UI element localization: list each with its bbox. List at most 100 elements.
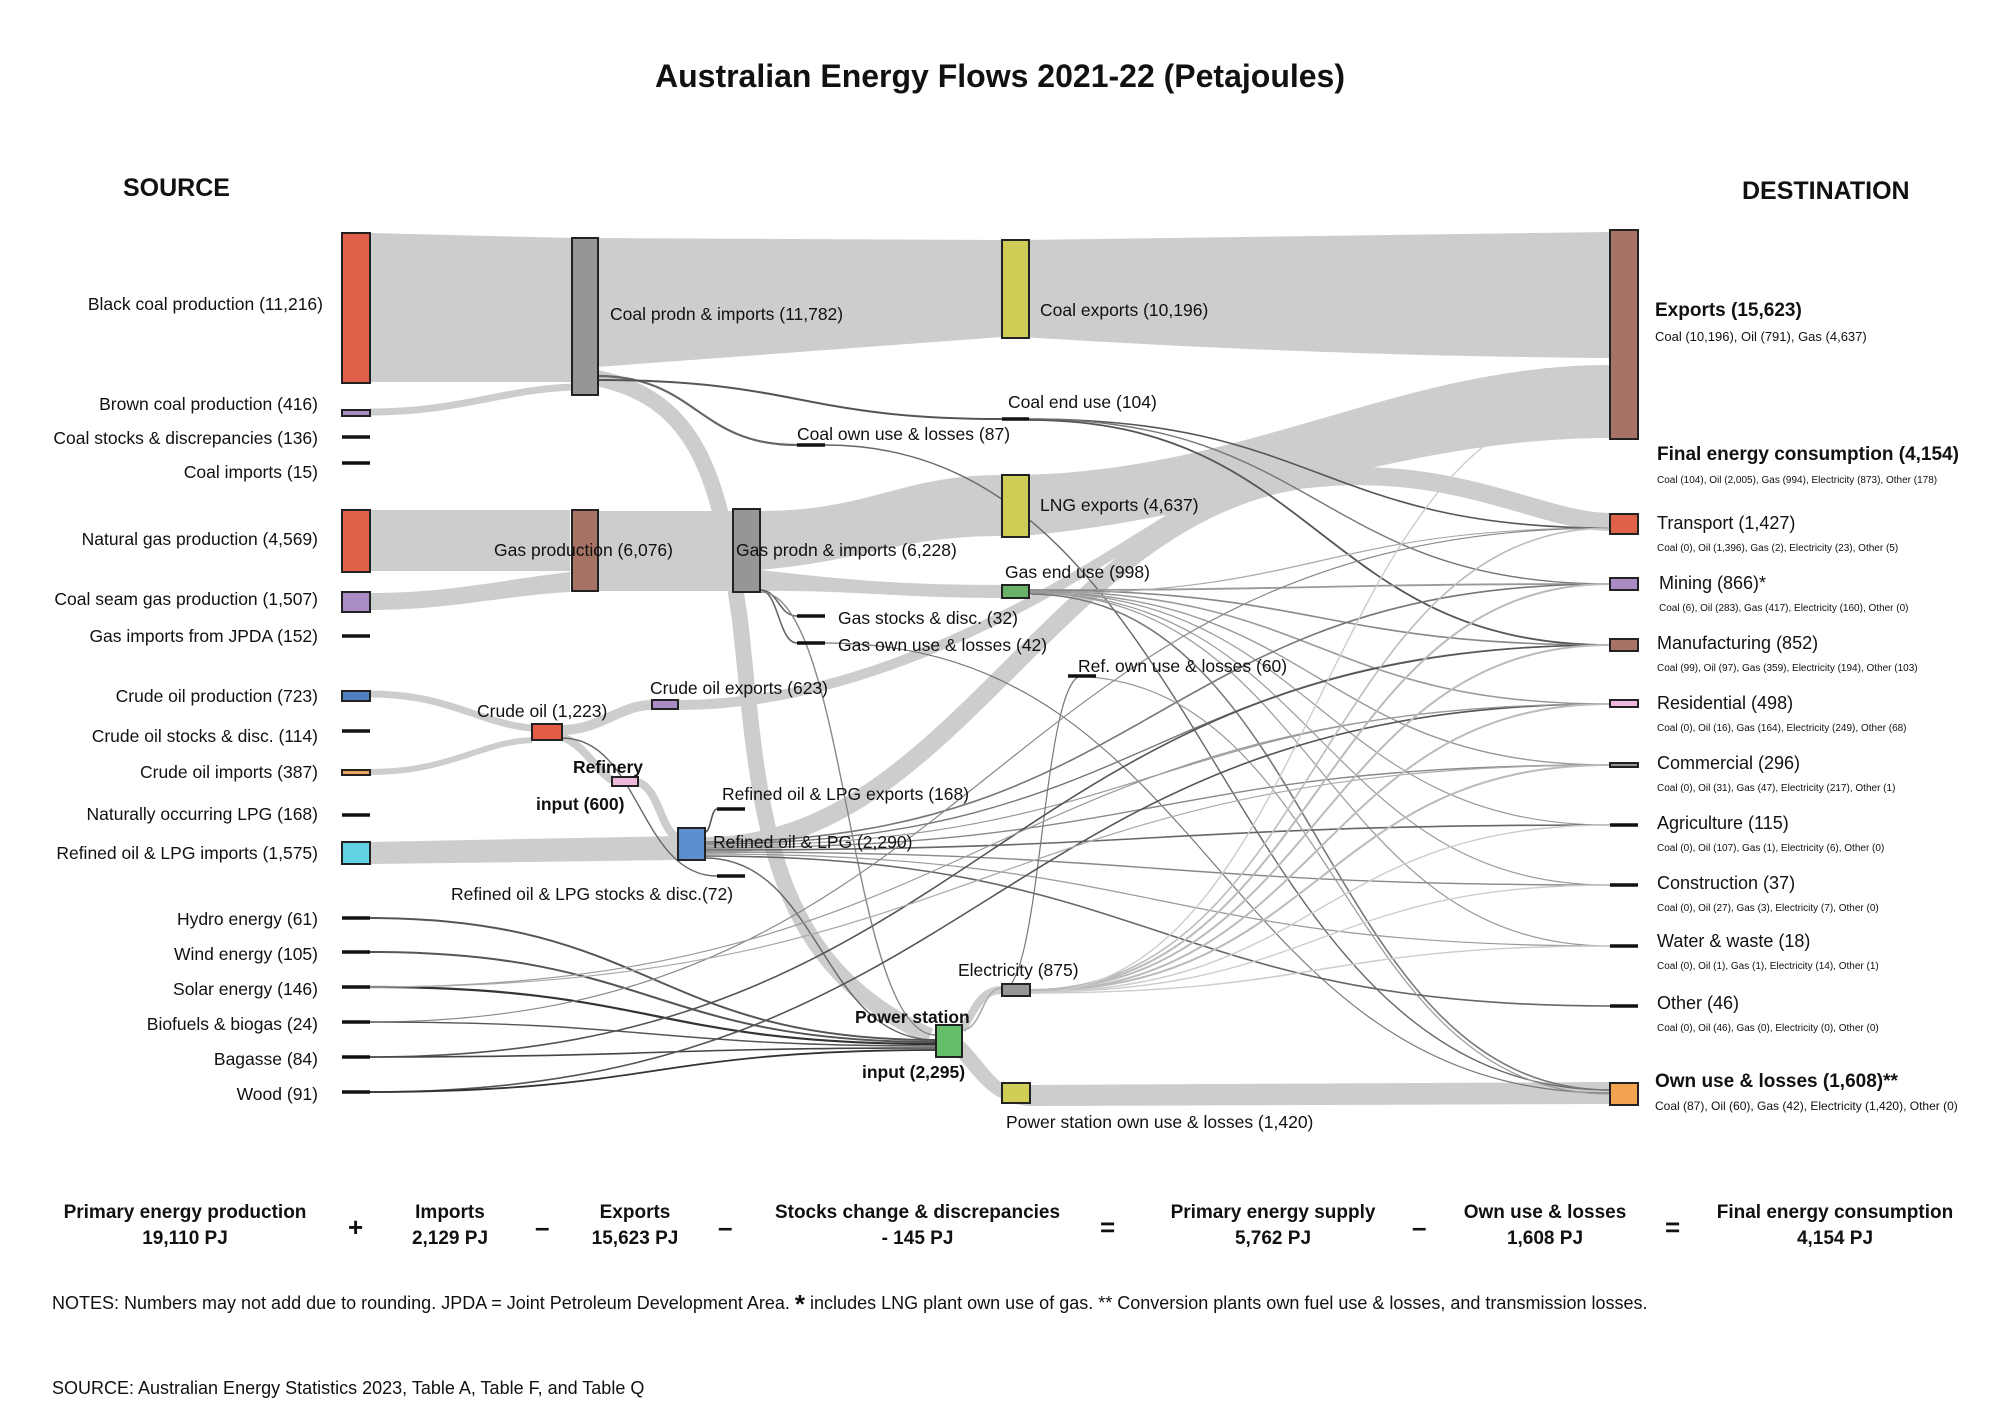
detail-residential: Coal (0), Oil (16), Gas (164), Electrici…	[1657, 723, 1907, 734]
thin-flow-line	[1029, 884, 1611, 993]
label-lng-exports: LNG exports (4,637)	[1040, 495, 1199, 515]
thin-flow-line	[1001, 675, 1083, 991]
flow-crude-to-refinery	[560, 733, 615, 784]
source-header: SOURCE	[123, 174, 230, 202]
node-crude-oil-exports	[651, 699, 679, 710]
label-final-consumption: Final energy consumption (4,154)	[1657, 444, 1959, 465]
operator-minus-1: –	[535, 1212, 550, 1242]
node-manufacturing	[1609, 638, 1639, 652]
node-transport	[1609, 513, 1639, 535]
thin-flow-line	[369, 1047, 937, 1058]
node-commercial	[1609, 762, 1639, 768]
operator-minus-3: –	[1412, 1212, 1427, 1242]
label-other: Other (46)	[1657, 993, 1739, 1013]
flow-power-own-use-to-own-use	[1030, 1082, 1610, 1106]
label-refined-imports: Refined oil & LPG imports (1,575)	[56, 843, 318, 863]
label-crude-imports: Crude oil imports (387)	[140, 762, 318, 782]
label-electricity: Electricity (875)	[958, 960, 1079, 980]
label-gas-end-use: Gas end use (998)	[1005, 562, 1150, 582]
node-refined-oil-imports	[341, 841, 371, 865]
equation-production-value: 19,110 PJ	[142, 1228, 228, 1249]
label-coal-stocks: Coal stocks & discrepancies (136)	[53, 428, 318, 448]
node-coal-seam-gas-production	[341, 591, 371, 613]
label-gas-prodn-imports: Gas prodn & imports (6,228)	[736, 540, 957, 560]
node-gas-end-use	[1001, 584, 1030, 599]
thin-flow-line	[759, 589, 798, 617]
operator-equals-2: =	[1665, 1212, 1681, 1242]
thin-flow-line	[1028, 418, 1611, 585]
node-residential	[1609, 699, 1639, 708]
label-refined-node: Refined oil & LPG (2,290)	[713, 832, 912, 852]
label-gas-imports-jpda: Gas imports from JPDA (152)	[89, 626, 318, 646]
operator-plus: +	[348, 1212, 364, 1242]
label-coal-imports: Coal imports (15)	[184, 462, 318, 482]
thin-flow-line	[704, 851, 1611, 886]
equation-stocks-value: - 145 PJ	[881, 1228, 954, 1249]
node-crude-oil-imports	[341, 769, 371, 776]
equation-production-label: Primary energy production	[63, 1202, 307, 1223]
notes-text-2: includes LNG plant own use of gas. ** Co…	[810, 1293, 1648, 1313]
label-coal-own-use: Coal own use & losses (87)	[797, 424, 1010, 444]
label-ref-own-use: Ref. own use & losses (60)	[1078, 656, 1287, 676]
label-refinery: Refinery	[573, 757, 643, 777]
thin-flow-line	[1029, 764, 1611, 992]
equation-own-use-value: 1,608 PJ	[1506, 1228, 1584, 1249]
thin-flow-line	[369, 527, 1611, 1023]
thin-flow-line	[1029, 583, 1611, 991]
node-refinery-input	[611, 776, 639, 787]
label-wood: Wood (91)	[237, 1084, 318, 1104]
notes: NOTES: Numbers may not add due to roundi…	[52, 1285, 1648, 1319]
detail-mining: Coal (6), Oil (283), Gas (417), Electric…	[1659, 603, 1909, 614]
equation-exports-label: Exports	[599, 1202, 671, 1223]
operator-minus-2: –	[718, 1212, 733, 1242]
thin-flow-line	[961, 987, 1003, 1031]
equation-final: Final energy consumption 4,154 PJ	[1700, 1200, 1970, 1252]
detail-construction: Coal (0), Oil (27), Gas (3), Electricity…	[1657, 903, 1879, 914]
node-exports	[1609, 229, 1639, 440]
flow-coal-prodn-to-coal-exports	[597, 238, 1002, 367]
node-gas-prodn-imports	[732, 508, 761, 593]
thin-flow-line	[704, 857, 937, 1041]
equation-imports-value: 2,129 PJ	[411, 1228, 489, 1249]
equation-supply: Primary energy supply 5,762 PJ	[1148, 1200, 1398, 1252]
equation-imports-label: Imports	[415, 1202, 485, 1223]
flow-bands	[370, 232, 1610, 1106]
label-gas-stocks: Gas stocks & disc. (32)	[838, 608, 1018, 628]
thin-flow-line	[596, 379, 1003, 420]
detail-water-waste: Coal (0), Oil (1), Gas (1), Electricity …	[1657, 961, 1879, 972]
flow-refined-to-transport	[704, 467, 1611, 855]
destination-labels: Exports (15,623) Coal (10,196), Oil (791…	[1655, 300, 1959, 1113]
thin-flow-line	[759, 589, 798, 644]
flow-power-input-to-power-own-use	[956, 1040, 1030, 1106]
node-natural-gas-production	[341, 509, 371, 573]
label-manufacturing: Manufacturing (852)	[1657, 633, 1818, 653]
label-gas-own-use: Gas own use & losses (42)	[838, 635, 1047, 655]
thin-flow-line	[1028, 590, 1611, 705]
destination-header: DESTINATION	[1742, 177, 1910, 205]
thin-flow-line	[1067, 675, 1611, 1095]
node-brown-coal-production	[341, 409, 371, 417]
thin-flow-line	[1029, 824, 1611, 993]
thin-flow-line	[824, 642, 1611, 1094]
thin-flow-line	[369, 951, 937, 1043]
node-power-station-own-use	[1001, 1082, 1031, 1104]
thin-flow-line	[704, 808, 718, 833]
thin-flow-line	[1029, 644, 1611, 991]
thin-flow-line	[1028, 591, 1611, 766]
label-agriculture: Agriculture (115)	[1657, 813, 1789, 833]
detail-exports: Coal (10,196), Oil (791), Gas (4,637)	[1655, 329, 1867, 344]
node-refined-oil-lpg	[677, 827, 706, 861]
thin-flow-line	[1029, 703, 1611, 992]
thin-flow-line	[369, 703, 1611, 1093]
label-transport: Transport (1,427)	[1657, 513, 1795, 533]
label-power-own-use: Power station own use & losses (1,420)	[1006, 1112, 1313, 1132]
label-own-use-losses: Own use & losses (1,608)**	[1655, 1071, 1898, 1092]
thin-flow-line	[369, 644, 1611, 1058]
label-residential: Residential (498)	[1657, 693, 1793, 713]
label-coal-end-use: Coal end use (104)	[1008, 392, 1157, 412]
label-natural-gas: Natural gas production (4,569)	[82, 529, 318, 549]
thin-flow-line	[759, 591, 937, 1036]
equation-final-value: 4,154 PJ	[1796, 1228, 1874, 1249]
label-black-coal: Black coal production (11,216)	[88, 294, 323, 314]
